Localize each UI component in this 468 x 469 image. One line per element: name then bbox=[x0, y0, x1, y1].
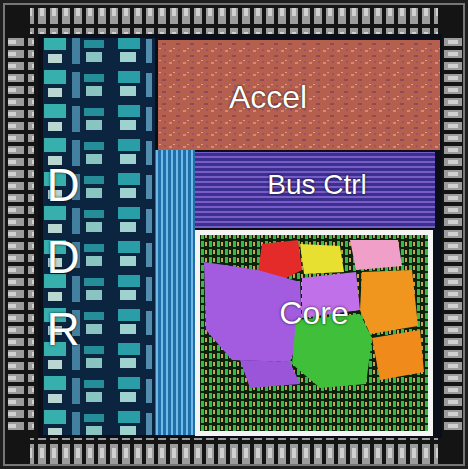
accel-texture bbox=[158, 40, 440, 150]
pad-ring bbox=[8, 38, 34, 434]
region-label: Accel bbox=[229, 79, 307, 116]
region-label: Bus Ctrl bbox=[267, 169, 367, 201]
core-block bbox=[360, 270, 418, 334]
core-block bbox=[350, 240, 402, 270]
ddr-region: DDR bbox=[43, 38, 155, 435]
bus-region: Bus Ctrl bbox=[195, 152, 435, 228]
core-block bbox=[372, 330, 424, 380]
region-label: DDR bbox=[40, 149, 86, 365]
pad-ring bbox=[30, 438, 438, 464]
core-block bbox=[240, 360, 300, 388]
die-area bbox=[38, 34, 442, 438]
bus-region bbox=[195, 152, 435, 228]
core-region: Core bbox=[195, 230, 433, 436]
wiring-stripes bbox=[155, 150, 195, 435]
core-frame bbox=[195, 230, 433, 436]
accel-region bbox=[158, 40, 440, 150]
package-frame bbox=[4, 4, 464, 465]
region-label: Core bbox=[279, 295, 348, 332]
accel-region: Accel bbox=[158, 40, 440, 150]
core-cells bbox=[200, 235, 428, 431]
core-block bbox=[300, 244, 344, 274]
pad-ring bbox=[30, 8, 438, 34]
